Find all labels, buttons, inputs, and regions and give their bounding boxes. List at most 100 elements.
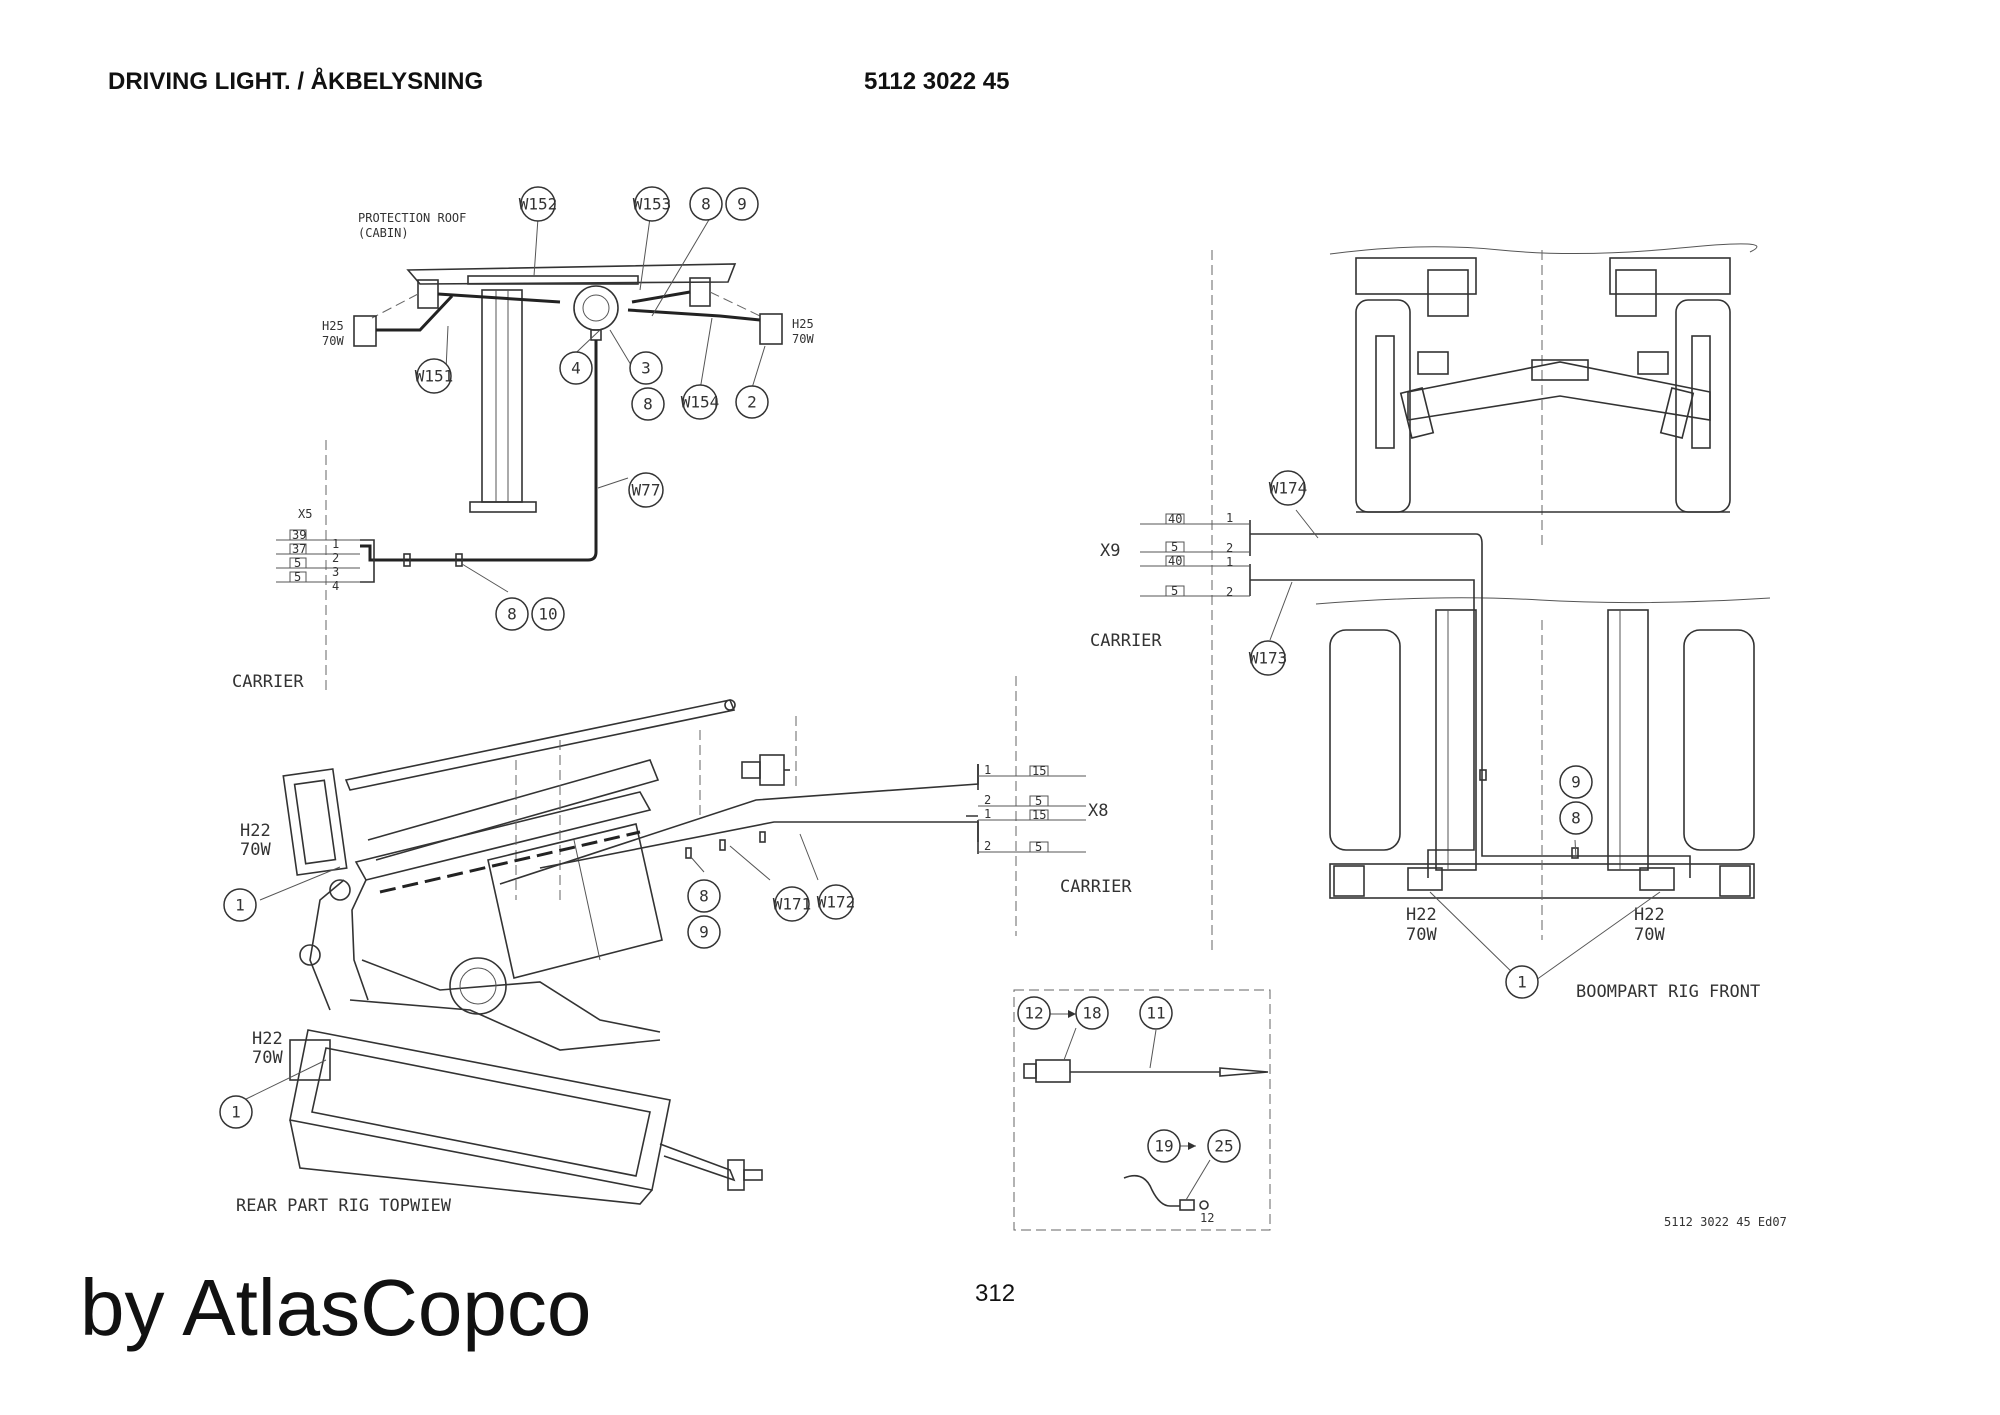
callout-1-rear-bottom: 1 [219,1095,253,1129]
h25-left-label: H25 [322,319,344,333]
callout-w77: W77 [628,472,664,508]
x5-wire-3: 5 [294,556,301,570]
boompart-label: BOOMPART RIG FRONT [1576,982,1760,1002]
callout-8-front: 8 [1559,801,1593,835]
callout-1-front: 1 [1505,965,1539,999]
page-number: 312 [975,1280,1016,1307]
svg-text:W173: W173 [1249,649,1288,668]
boompart-rig-front-view: H22 70W H22 70W BOOMPART RIG FRONT CARRI… [1090,243,1771,1002]
brand-footer: by AtlasCopco [80,1263,592,1352]
callout-w154: W154 [681,384,720,420]
page-title: DRIVING LIGHT. / ÅKBELYSNING [108,68,484,95]
x9-wire-1: 40 [1168,512,1182,526]
x5-wire-2: 37 [292,542,306,556]
callout-bubbles: W152 W153 8 9 W151 4 3 8 W154 2 W77 8 10… [219,186,1593,1163]
svg-text:W77: W77 [632,481,661,500]
svg-text:9: 9 [737,195,747,214]
carrier-label-mid: CARRIER [1060,877,1132,897]
w70-top-label: 70W [240,840,271,860]
svg-text:W154: W154 [681,393,720,412]
svg-text:18: 18 [1082,1004,1101,1023]
callout-w171: W171 [773,886,811,922]
callout-w153: W153 [633,186,672,222]
svg-text:12: 12 [1200,1211,1214,1225]
callout-9-front: 9 [1559,765,1593,799]
callout-w173: W173 [1249,640,1288,676]
h22-top-label: H22 [240,821,271,841]
x9-connector: 40 5 40 5 1 2 1 2 X9 [1100,511,1251,599]
svg-text:8: 8 [507,605,517,624]
svg-text:W172: W172 [817,893,856,912]
x8-connector: 15 5 15 5 1 2 1 2 X8 CARRIER [966,676,1132,936]
svg-text:19: 19 [1154,1137,1173,1156]
callout-9-rear: 9 [687,915,721,949]
x5-pin-3: 3 [332,565,339,579]
rear-part-rig-view: H22 70W H22 70W REAR PART RIG [236,699,979,1216]
svg-text:12: 12 [1024,1004,1043,1023]
carrier-label-right: CARRIER [1090,631,1162,651]
x8-wire-1: 15 [1032,764,1046,778]
parts-detail-box: 12 5112 3022 45 Ed07 [1013,989,1787,1231]
callout-18: 18 [1075,996,1109,1030]
w70-bottom-label: 70W [252,1048,283,1068]
svg-text:11: 11 [1146,1004,1165,1023]
callout-1-rear-top: 1 [223,888,257,922]
callout-9-top: 9 [725,187,759,221]
x5-pin-1: 1 [332,537,339,551]
svg-text:1: 1 [231,1103,241,1122]
svg-text:10: 10 [538,605,557,624]
x9-pin-1: 1 [1226,511,1233,525]
svg-text:9: 9 [1571,773,1581,792]
svg-text:4: 4 [571,359,581,378]
callout-8-rear: 8 [687,879,721,913]
rear-part-label: REAR PART RIG TOPWIEW [236,1196,452,1216]
callout-8-top: 8 [689,187,723,221]
callout-w151: W151 [415,358,453,394]
x5-terminal-rows: 39 37 5 5 1 2 3 4 [276,528,375,593]
callout-w152: W152 [519,186,558,222]
x8-pin-2: 2 [984,793,991,807]
callout-2: 2 [735,385,769,419]
h22-front-left-label: H22 [1406,905,1437,925]
callout-12: 12 [1017,996,1051,1030]
x9-wire-2: 5 [1171,540,1178,554]
h22-bottom-label: H22 [252,1029,283,1049]
w70-right-label: 70W [792,332,814,346]
svg-text:1: 1 [235,896,245,915]
svg-text:8: 8 [701,195,711,214]
callout-w172: W172 [817,884,856,920]
x8-wire-2: 5 [1035,794,1042,808]
h25-right-label: H25 [792,317,814,331]
callout-8-roof: 8 [631,387,665,421]
x8-wire-3: 15 [1032,808,1046,822]
x9-pin-4: 2 [1226,585,1233,599]
x9-wire-4: 5 [1171,584,1178,598]
x5-pin-4: 4 [332,579,339,593]
part-number: 5112 3022 45 [864,68,1010,95]
w70-front-right-label: 70W [1634,925,1665,945]
x5-wire-1: 39 [292,528,306,542]
drawing-reference: 5112 3022 45 Ed07 [1664,1215,1787,1229]
svg-text:3: 3 [641,359,651,378]
x9-pin-3: 1 [1226,555,1233,569]
x8-pin-4: 2 [984,839,991,853]
w70-left-label: 70W [322,334,344,348]
svg-text:1: 1 [1517,973,1527,992]
x5-label: X5 [298,507,312,521]
x5-pin-2: 2 [332,551,339,565]
carrier-label-left: CARRIER [232,672,304,692]
callout-25: 25 [1207,1129,1241,1163]
svg-text:W152: W152 [519,195,558,214]
x9-wire-3: 40 [1168,554,1182,568]
callout-19: 19 [1147,1129,1181,1163]
w70-front-left-label: 70W [1406,925,1437,945]
svg-text:2: 2 [747,393,757,412]
svg-text:W153: W153 [633,195,672,214]
callout-3: 3 [629,351,663,385]
callout-11: 11 [1139,996,1173,1030]
svg-text:25: 25 [1214,1137,1233,1156]
svg-text:8: 8 [643,395,653,414]
callout-10-x5: 10 [531,597,565,631]
h22-front-right-label: H22 [1634,905,1665,925]
